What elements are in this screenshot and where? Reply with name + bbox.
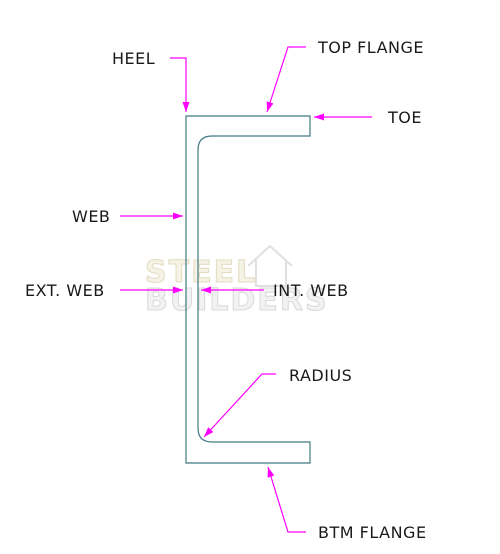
channel-outline bbox=[185, 115, 311, 464]
label-btm-flange: BTM FLANGE bbox=[318, 523, 427, 542]
label-ext-web: EXT. WEB bbox=[25, 281, 105, 300]
btm-flange-arrow bbox=[267, 466, 306, 533]
heel-arrow bbox=[170, 57, 190, 112]
label-int-web: INT. WEB bbox=[273, 281, 349, 300]
label-radius: RADIUS bbox=[289, 366, 352, 385]
watermark-house-icon bbox=[247, 244, 293, 287]
label-heel: HEEL bbox=[112, 49, 155, 68]
top-flange-arrow bbox=[266, 46, 306, 113]
label-top-flange: TOP FLANGE bbox=[317, 38, 424, 57]
watermark-line-1: STEEL bbox=[145, 255, 257, 290]
label-toe: TOE bbox=[387, 108, 422, 127]
radius-arrow bbox=[203, 373, 276, 438]
label-web: WEB bbox=[72, 207, 110, 226]
